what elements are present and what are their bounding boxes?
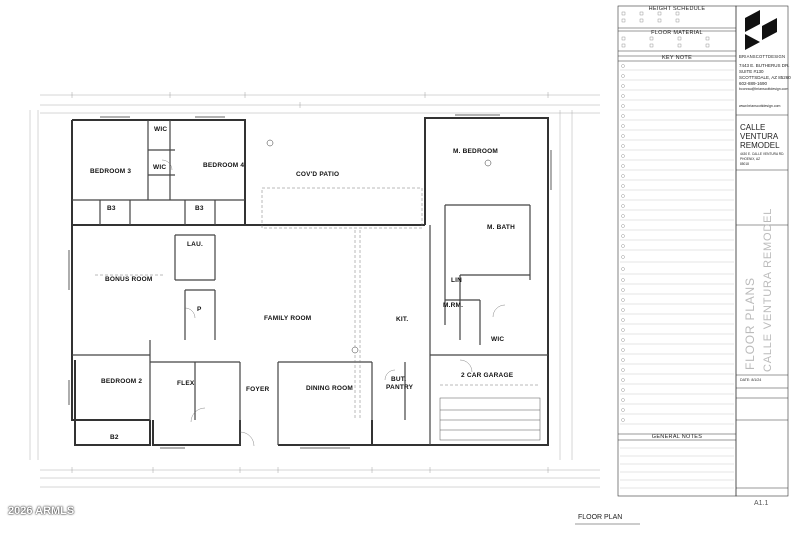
- general-notes-title: GENERAL NOTES: [651, 434, 703, 440]
- firm-address-line-1: 7443 E. BUTHERUS DR.: [739, 63, 790, 68]
- firm-website: www.brianscottdesign.com: [739, 104, 781, 108]
- project-name-line-3: REMODEL: [740, 141, 780, 150]
- room-label-lin: LIN: [451, 277, 463, 284]
- project-name-line-2: VENTURA: [740, 132, 779, 141]
- room-label-bedroom-4: BEDROOM 4: [203, 162, 245, 169]
- room-label-bonus-room: BONUS ROOM: [105, 276, 153, 283]
- sheet-title-vertical: FLOOR PLANS: [743, 277, 757, 370]
- room-label-b3: B3: [195, 205, 204, 212]
- room-label-m-bedroom: M. BEDROOM: [453, 148, 498, 155]
- project-name-line-1: CALLE: [740, 123, 766, 132]
- room-label-m-bath: M. BATH: [487, 224, 515, 231]
- mls-watermark: 2026 ARMLS: [8, 505, 75, 517]
- firm-email: bconrau@brianscottdesign.com: [739, 87, 789, 91]
- brianscott-logo: [745, 10, 777, 50]
- project-title-vertical: CALLE VENTURA REMODEL: [762, 207, 774, 372]
- firm-name: BRIANSCOTTDESIGN: [739, 54, 786, 59]
- room-label-pantry: PANTRY: [386, 384, 414, 391]
- sheet-number: A1.1: [754, 500, 769, 507]
- drawing-title: FLOOR PLAN: [578, 514, 623, 521]
- project-city: PHOENIX, AZ: [740, 157, 761, 161]
- room-label-bedroom-3: BEDROOM 3: [90, 168, 132, 175]
- room-label-flex: FLEX: [177, 380, 195, 387]
- height-schedule-title: HEIGHT SCHEDULE: [648, 6, 706, 12]
- room-label-foyer: FOYER: [246, 386, 270, 393]
- room-label-bedroom-2: BEDROOM 2: [101, 378, 143, 385]
- project-address: 4430 E. CALLE VENTURA RD.: [740, 152, 785, 156]
- room-label-b3: B3: [107, 205, 116, 212]
- firm-phone: 602-889-1690: [739, 81, 768, 86]
- room-label-covd-patio: COV'D PATIO: [296, 171, 340, 178]
- key-note-title: KEY NOTE: [661, 55, 693, 61]
- project-zip: 85018: [740, 162, 749, 166]
- sheet-date: DATE: 8/1/24: [740, 378, 762, 382]
- room-label-wic: WIC: [491, 336, 505, 343]
- room-label-but: BUT.: [391, 376, 407, 383]
- room-label-wic: WIC: [153, 164, 167, 171]
- room-label-dining-room: DINING ROOM: [306, 385, 353, 392]
- room-label-b2: B2: [110, 434, 119, 441]
- room-label-2-car-garage: 2 CAR GARAGE: [461, 372, 514, 379]
- room-label-lau: LAU.: [187, 241, 203, 248]
- firm-address-line-3: SCOTTSDALE, AZ 85260: [739, 75, 791, 80]
- room-label-m-rm: M.RM.: [443, 302, 464, 309]
- firm-address-line-2: SUITE #130: [739, 69, 764, 74]
- room-label-wic: WIC: [154, 126, 168, 133]
- floor-material-title: FLOOR MATERIAL: [651, 30, 703, 36]
- room-label-family-room: FAMILY ROOM: [264, 315, 312, 322]
- room-label-p: P: [197, 306, 202, 313]
- room-label-kit: KIT.: [396, 316, 409, 323]
